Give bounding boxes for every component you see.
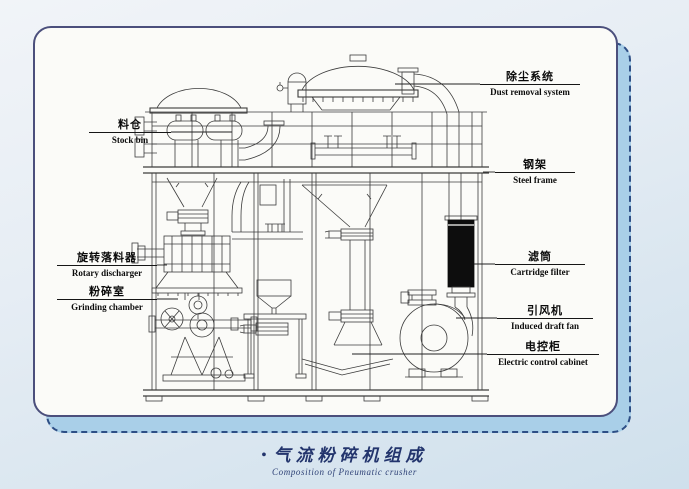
label-stock-bin-zh: 料仓 bbox=[89, 119, 171, 133]
label-induced-draft-fan: 引风机 Induced draft fan bbox=[497, 305, 593, 332]
label-stock-bin-en: Stock bin bbox=[111, 135, 149, 145]
label-grinding-chamber-en: Grinding chamber bbox=[71, 302, 143, 312]
label-steel-frame-zh: 钢架 bbox=[495, 159, 575, 173]
label-dust-removal-system-en: Dust removal system bbox=[490, 87, 570, 97]
dust-removal-drawing bbox=[276, 54, 462, 220]
caption-title-zh: 气流粉碎机组成 bbox=[273, 446, 428, 465]
label-induced-draft-fan-zh: 引风机 bbox=[497, 305, 593, 319]
diagram-panel: 料仓 Stock bin 旋转落料器 Rotary discharger 粉碎室… bbox=[33, 26, 618, 417]
label-stock-bin: 料仓 Stock bin bbox=[89, 119, 171, 146]
label-electric-control-cabinet: 电控柜 Electric control cabinet bbox=[487, 341, 599, 368]
grinding-chamber-drawing bbox=[148, 295, 258, 382]
label-grinding-chamber: 粉碎室 Grinding chamber bbox=[57, 286, 157, 313]
center-hopper-drawing bbox=[301, 184, 394, 376]
label-dust-removal-system-zh: 除尘系统 bbox=[480, 71, 580, 85]
label-cartridge-filter-zh: 滤筒 bbox=[495, 251, 585, 265]
label-electric-control-cabinet-zh: 电控柜 bbox=[487, 341, 599, 355]
piping-drawing bbox=[231, 120, 303, 240]
small-cyclone-table-drawing bbox=[239, 279, 307, 379]
induced-draft-fan-drawing bbox=[399, 289, 474, 378]
label-cartridge-filter-en: Cartridge filter bbox=[510, 267, 570, 277]
label-steel-frame: 钢架 Steel frame bbox=[495, 159, 575, 186]
steel-frame-drawing bbox=[143, 111, 489, 402]
label-grinding-chamber-zh: 粉碎室 bbox=[57, 286, 157, 300]
label-electric-control-cabinet-en: Electric control cabinet bbox=[498, 357, 588, 367]
caption-bullet-icon: • bbox=[261, 448, 267, 463]
label-dust-removal-system: 除尘系统 Dust removal system bbox=[480, 71, 580, 98]
cartridge-filter-drawing bbox=[444, 215, 478, 307]
rotary-discharger-drawing bbox=[131, 177, 243, 300]
caption-title: • 气流粉碎机组成 bbox=[0, 441, 689, 466]
stock-bin-drawing bbox=[134, 87, 248, 167]
caption: • 气流粉碎机组成 Composition of Pneumatic crushe… bbox=[0, 441, 689, 477]
label-induced-draft-fan-en: Induced draft fan bbox=[510, 321, 579, 331]
leader-lines bbox=[157, 83, 497, 355]
label-cartridge-filter: 滤筒 Cartridge filter bbox=[495, 251, 585, 278]
label-steel-frame-en: Steel frame bbox=[513, 175, 557, 185]
label-rotary-discharger-zh: 旋转落料器 bbox=[57, 252, 157, 266]
pneumatic-crusher-diagram bbox=[131, 54, 497, 402]
label-rotary-discharger-en: Rotary discharger bbox=[71, 268, 143, 278]
label-rotary-discharger: 旋转落料器 Rotary discharger bbox=[57, 252, 157, 279]
caption-subtitle-en: Composition of Pneumatic crusher bbox=[272, 467, 417, 477]
screw-conveyor-drawing bbox=[310, 135, 417, 160]
